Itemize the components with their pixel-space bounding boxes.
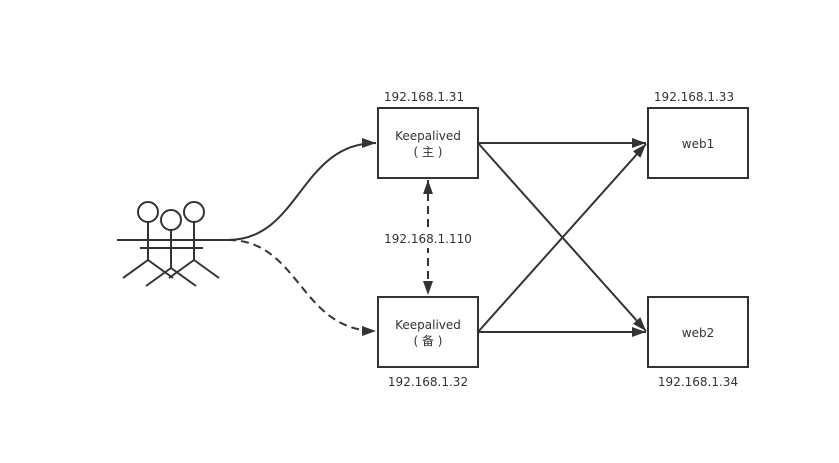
node-keepalived-master[interactable]: Keepalived ( 主 ) [377, 107, 479, 179]
node-web2[interactable]: web2 [647, 296, 749, 368]
vip-label: 192.168.1.110 [384, 232, 472, 246]
node-box [377, 296, 479, 368]
clients-group [117, 201, 228, 287]
node-role: ( 主 ) [414, 145, 443, 159]
web2-ip-label: 192.168.1.34 [658, 375, 738, 389]
web1-ip-label: 192.168.1.33 [654, 90, 734, 104]
node-role: ( 备 ) [414, 334, 443, 348]
users-icon [117, 201, 228, 287]
node-box [647, 296, 749, 368]
user-figure [122, 201, 174, 279]
backup-ip-label: 192.168.1.32 [388, 375, 468, 389]
node-box [647, 107, 749, 179]
node-box [377, 107, 479, 179]
vip-label-bg [380, 230, 476, 248]
user-figure [168, 201, 220, 279]
node-name: web1 [682, 137, 714, 151]
edge-clients-to-master [227, 138, 377, 241]
user-figure [145, 209, 197, 287]
edge-clients-to-backup [227, 239, 377, 336]
node-name: Keepalived [395, 129, 461, 143]
node-web1[interactable]: web1 [647, 107, 749, 179]
master-ip-label: 192.168.1.31 [384, 90, 464, 104]
node-name: web2 [682, 326, 714, 340]
node-keepalived-backup[interactable]: Keepalived ( 备 ) [377, 296, 479, 368]
edge-backup-to-web1 [477, 143, 647, 333]
node-name: Keepalived [395, 318, 461, 332]
